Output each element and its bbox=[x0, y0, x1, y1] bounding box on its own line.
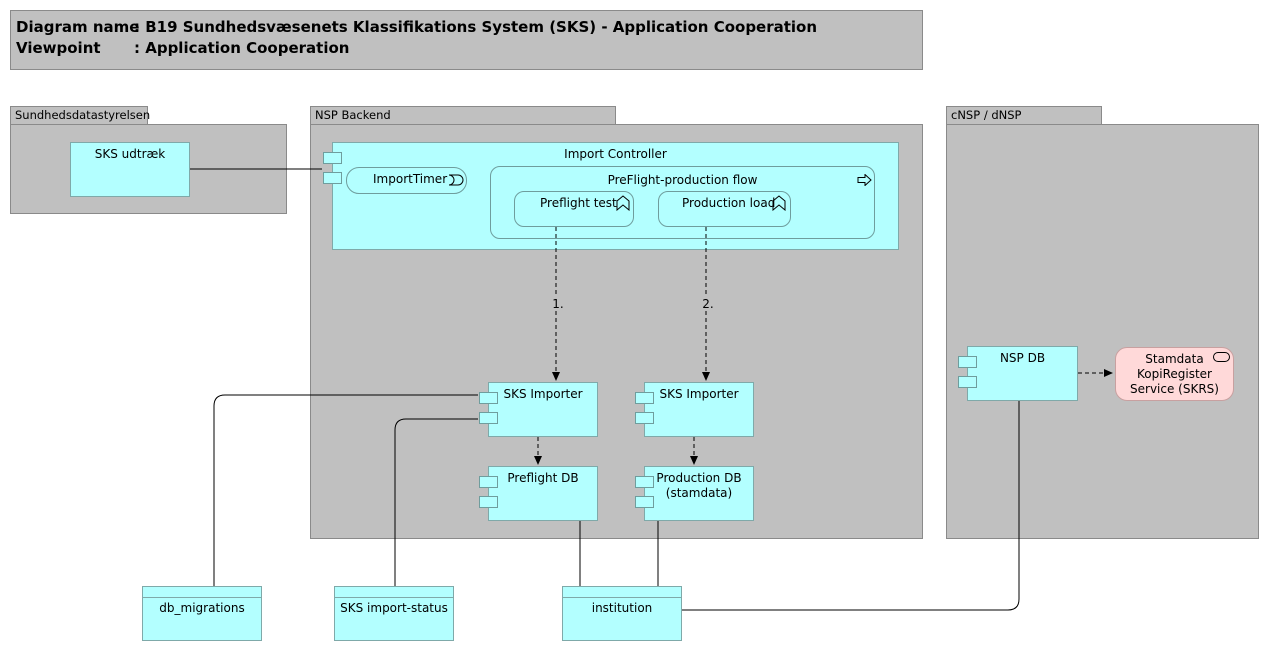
component-port-icon bbox=[635, 476, 654, 488]
component-sublabel: (stamdata) bbox=[665, 486, 733, 500]
production-db-component[interactable]: Production DB (stamdata) bbox=[635, 466, 754, 521]
component-port-icon bbox=[635, 496, 654, 508]
process-label: PreFlight-production flow bbox=[607, 173, 758, 187]
edge-label-step-1: 1. bbox=[548, 297, 568, 311]
component-label: Production DB bbox=[656, 471, 742, 485]
edge-label-step-2: 2. bbox=[698, 297, 718, 311]
component-port-icon bbox=[479, 496, 498, 508]
group-tab-sundhedsdatastyrelsen: Sundhedsdatastyrelsen bbox=[10, 106, 151, 125]
service-label-line: Stamdata bbox=[1145, 352, 1204, 366]
data-object-label: institution bbox=[591, 601, 653, 615]
db-migrations-data-object[interactable]: db_migrations bbox=[142, 586, 262, 641]
nsp-db-component[interactable]: NSP DB bbox=[958, 346, 1078, 401]
function-label: Preflight test bbox=[540, 196, 617, 210]
diagram-name-value: : B19 Sundhedsvæsenets Klassifikations S… bbox=[134, 18, 818, 36]
data-object-label: db_migrations bbox=[159, 601, 245, 615]
stamdata-kopiregister-service[interactable]: Stamdata KopiRegister Service (SKRS) bbox=[1115, 347, 1234, 401]
group-tab-nsp-backend: NSP Backend bbox=[310, 106, 616, 125]
preflight-test-function[interactable]: Preflight test bbox=[514, 191, 634, 227]
sks-importer-component-1[interactable]: SKS Importer bbox=[479, 382, 598, 437]
component-port-icon bbox=[958, 376, 977, 388]
diagram-name-key: Diagram name bbox=[16, 18, 140, 36]
group-tab-cnsp: cNSP / dNSP bbox=[946, 106, 1102, 125]
group-label: cNSP / dNSP bbox=[951, 108, 1022, 122]
group-label: Sundhedsdatastyrelsen bbox=[15, 108, 151, 122]
institution-data-object[interactable]: institution bbox=[562, 586, 682, 641]
component-port-icon bbox=[958, 356, 977, 368]
component-port-icon bbox=[323, 152, 342, 164]
sks-importer-component-2[interactable]: SKS Importer bbox=[635, 382, 754, 437]
function-icon bbox=[616, 195, 630, 211]
group-label: NSP Backend bbox=[315, 108, 391, 122]
diagram-header: Diagram name: B19 Sundhedsvæsenets Klass… bbox=[10, 10, 923, 70]
service-icon bbox=[1213, 352, 1230, 362]
connector-db-migrations[interactable] bbox=[213, 394, 478, 586]
preflight-db-component[interactable]: Preflight DB bbox=[479, 466, 598, 521]
sks-import-status-data-object[interactable]: SKS import-status bbox=[334, 586, 454, 641]
group-cnsp-dnsp[interactable] bbox=[946, 124, 1259, 539]
connector-sks-import-status[interactable] bbox=[394, 418, 478, 586]
component-label: Import Controller bbox=[564, 147, 667, 161]
process-arrow-icon bbox=[857, 174, 872, 186]
event-icon bbox=[448, 174, 464, 186]
component-label: NSP DB bbox=[999, 351, 1046, 365]
event-label: ImportTimer bbox=[373, 172, 448, 186]
connector-institution-nsp-db[interactable] bbox=[682, 401, 1020, 611]
component-label: SKS Importer bbox=[503, 387, 583, 401]
production-load-function[interactable]: Production load bbox=[658, 191, 791, 227]
function-label: Production load bbox=[682, 196, 776, 210]
import-timer-event[interactable]: ImportTimer bbox=[346, 167, 467, 194]
component-port-icon bbox=[479, 392, 498, 404]
function-icon bbox=[772, 195, 786, 211]
component-label: SKS udtræk bbox=[94, 147, 166, 161]
component-port-icon bbox=[479, 412, 498, 424]
data-object-header bbox=[143, 587, 261, 598]
service-label-line: Service (SKRS) bbox=[1130, 382, 1219, 396]
component-port-icon bbox=[635, 392, 654, 404]
component-label: Preflight DB bbox=[507, 471, 579, 485]
component-port-icon bbox=[635, 412, 654, 424]
viewpoint-key: Viewpoint bbox=[16, 39, 101, 57]
component-port-icon bbox=[323, 172, 342, 184]
component-label: SKS Importer bbox=[659, 387, 739, 401]
data-object-header bbox=[563, 587, 681, 598]
viewpoint-value: : Application Cooperation bbox=[134, 39, 350, 57]
data-object-label: SKS import-status bbox=[340, 601, 448, 615]
sks-udtraek-component[interactable]: SKS udtræk bbox=[70, 142, 190, 197]
component-port-icon bbox=[479, 476, 498, 488]
data-object-header bbox=[335, 587, 453, 598]
service-label-line: KopiRegister bbox=[1137, 367, 1212, 381]
